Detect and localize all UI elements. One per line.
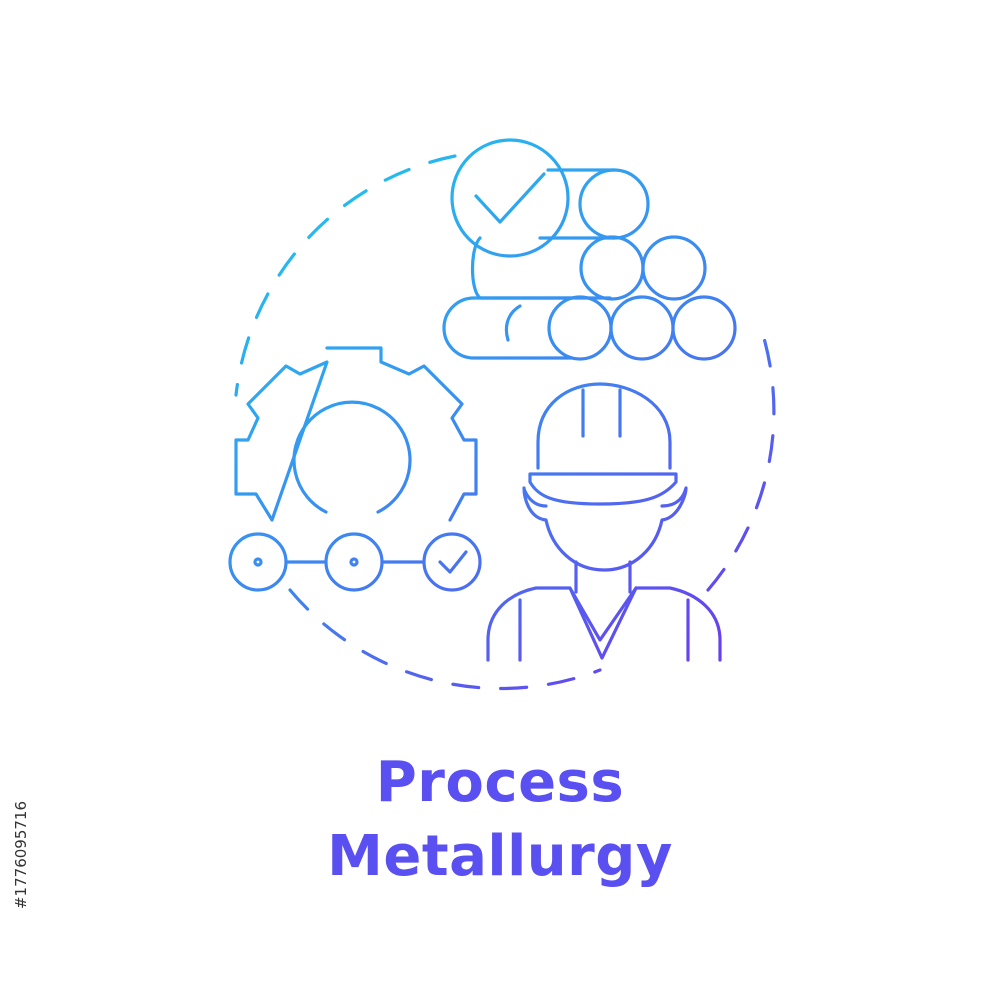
stock-id-text: #1776095716 [12,800,30,910]
dashed-circle [234,154,776,691]
worker-hard-hat-icon [486,382,722,662]
gear-icon [234,346,478,522]
stock-id-label: #1776095716 [6,755,36,955]
quality-check-icon [450,138,570,258]
metal-pipes-stack-icon [442,168,737,361]
process-flow-icon [228,532,482,592]
caption-title-line-1: Process [375,750,625,815]
caption-title-line-2: Metallurgy [327,824,673,889]
